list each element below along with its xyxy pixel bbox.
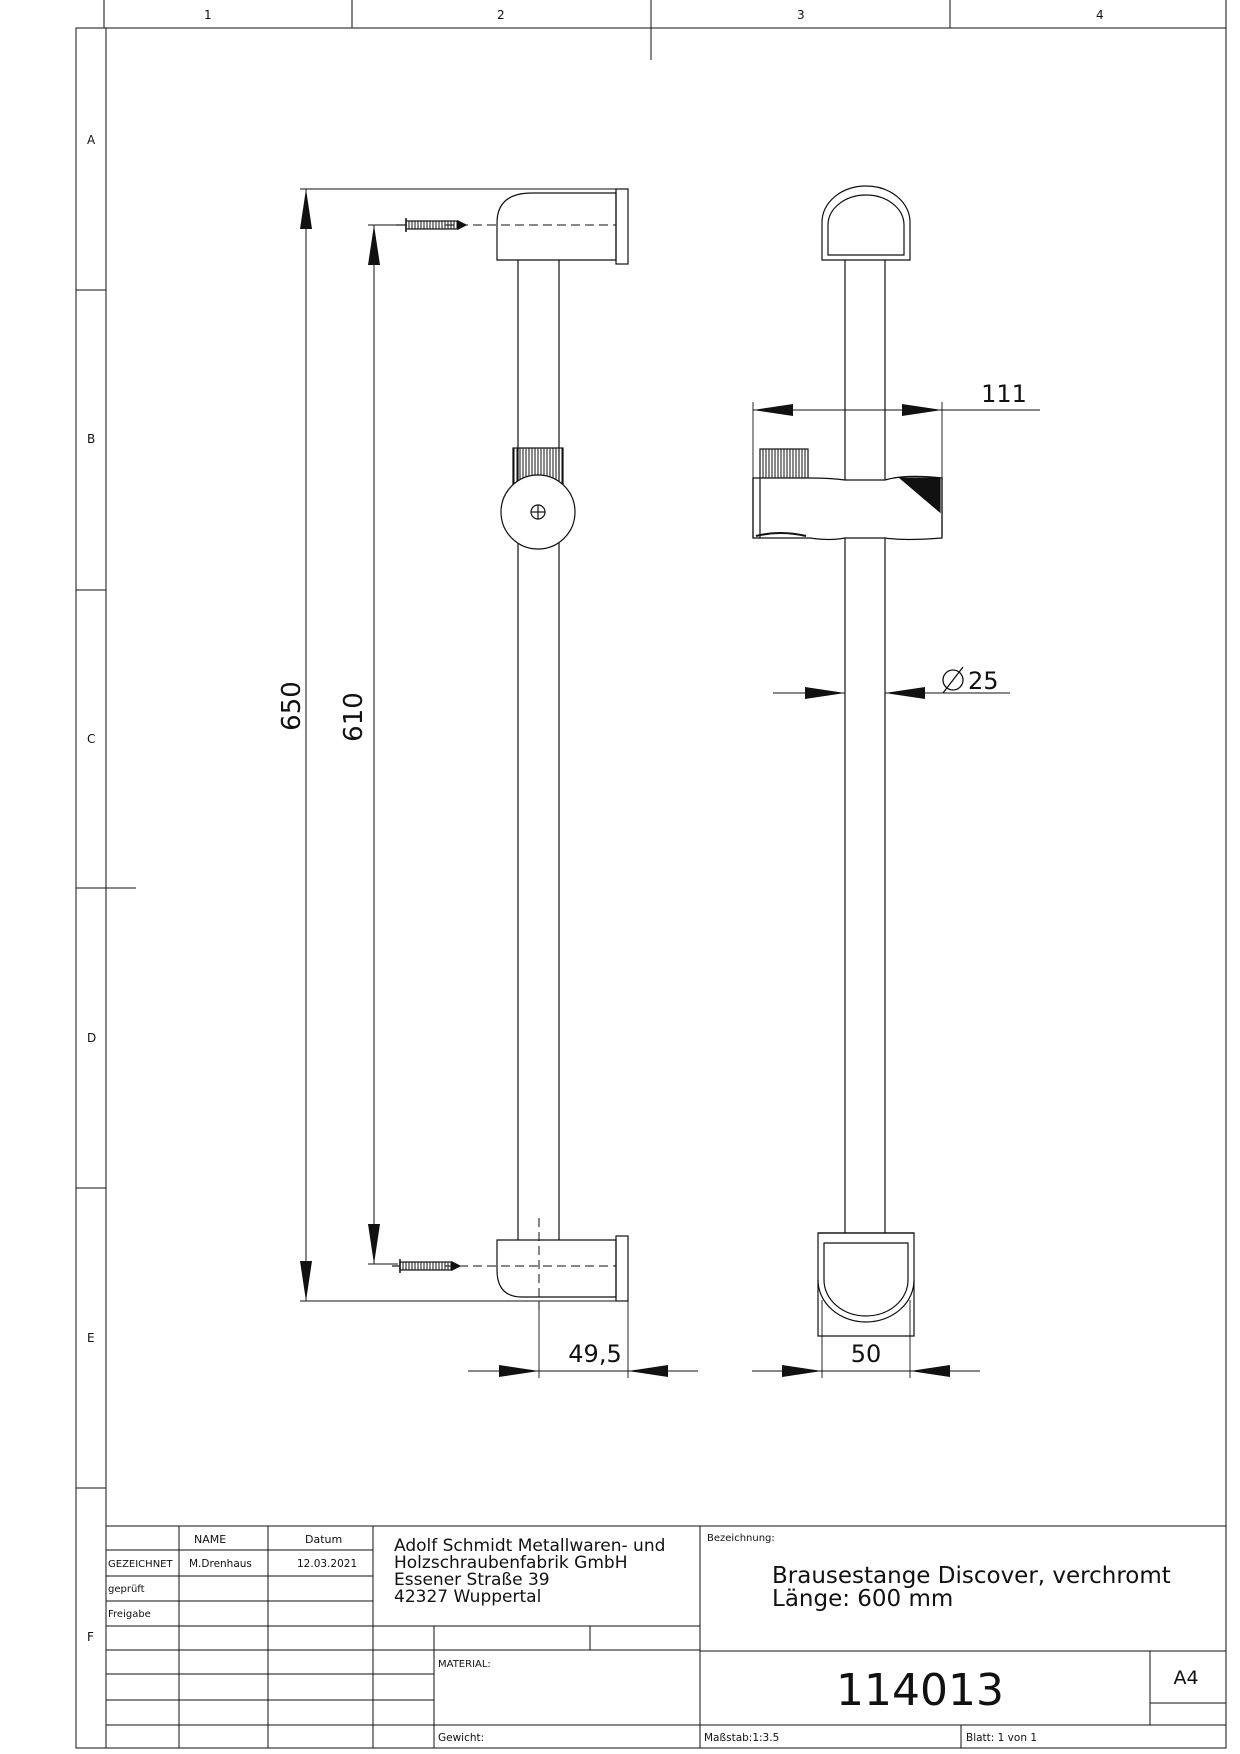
designation-label: Bezeichnung: [707,1533,775,1544]
title-block [106,1525,1226,1748]
dimension-111: 111 [752,380,1040,478]
top-cap [821,185,911,261]
weight-label: Gewicht: [438,1732,484,1744]
column-label-1: 1 [204,8,212,22]
side-view [392,188,629,1310]
diameter-symbol-icon [942,666,964,694]
designation-line-2: Länge: 600 mm [772,1586,953,1612]
header-date: Datum [305,1533,342,1546]
sheet-count: Blatt: 1 von 1 [966,1732,1037,1744]
column-label-2: 2 [497,8,505,22]
dimension-610: 610 [339,224,405,1265]
row-label-a: A [87,133,96,147]
row-label-f: F [87,1630,94,1644]
row-label-c: C [87,732,95,746]
title-block-text: NAME Datum GEZEICHNET M.Drenhaus 12.03.2… [108,1533,1199,1744]
designation-line-1: Brausestange Discover, verchromt [772,1563,1171,1589]
row-label-checked: geprüft [108,1584,145,1595]
dimension-50: 50 [752,1300,980,1378]
side-slider [500,447,576,550]
material-label: MATERIAL: [438,1659,491,1670]
bottom-bracket [496,1239,617,1298]
dimension-50-label: 50 [851,1340,882,1368]
column-label-4: 4 [1096,8,1104,22]
column-label-3: 3 [797,8,805,22]
sheet-format: A4 [1173,1667,1198,1689]
top-screw-icon [396,218,468,232]
bottom-wall-flange [615,1235,629,1302]
row-label-b: B [87,432,95,446]
row-label-e: E [87,1331,95,1345]
scale-text: Maßstab:1:3.5 [704,1732,779,1744]
dimension-25-label: 25 [968,667,999,695]
bottom-screw-icon [392,1259,462,1273]
dimension-650: 650 [277,188,628,1302]
dimension-diameter-25: 25 [773,666,1010,699]
company-line-3: Essener Straße 39 [394,1570,550,1590]
drawing-number: 114013 [836,1665,1004,1716]
header-name: NAME [194,1533,226,1546]
drawn-date: 12.03.2021 [297,1558,357,1570]
front-view [752,185,943,1337]
company-line-4: 42327 Wuppertal [394,1587,541,1607]
company-line-1: Adolf Schmidt Metallwaren- und [394,1536,665,1556]
bottom-cap [817,1232,915,1323]
top-bracket [496,192,617,261]
dimension-610-label: 610 [339,692,369,742]
zone-labels: 1 2 3 4 A B C D E F [87,8,1104,1644]
dimension-111-label: 111 [981,380,1027,408]
dimension-650-label: 650 [277,681,307,731]
company-line-2: Holzschraubenfabrik GmbH [394,1553,627,1573]
drawing-frame [75,0,1227,1749]
row-label-drawn: GEZEICHNET [108,1559,173,1570]
dimension-49-5: 49,5 [468,1301,698,1378]
slider-clamp-wedge [898,477,941,514]
dimension-49-5-label: 49,5 [568,1340,621,1368]
drawn-by-name: M.Drenhaus [189,1558,252,1570]
front-slider [752,448,943,541]
top-wall-flange [615,188,629,265]
row-label-d: D [87,1031,96,1045]
row-label-release: Freigabe [108,1609,151,1620]
